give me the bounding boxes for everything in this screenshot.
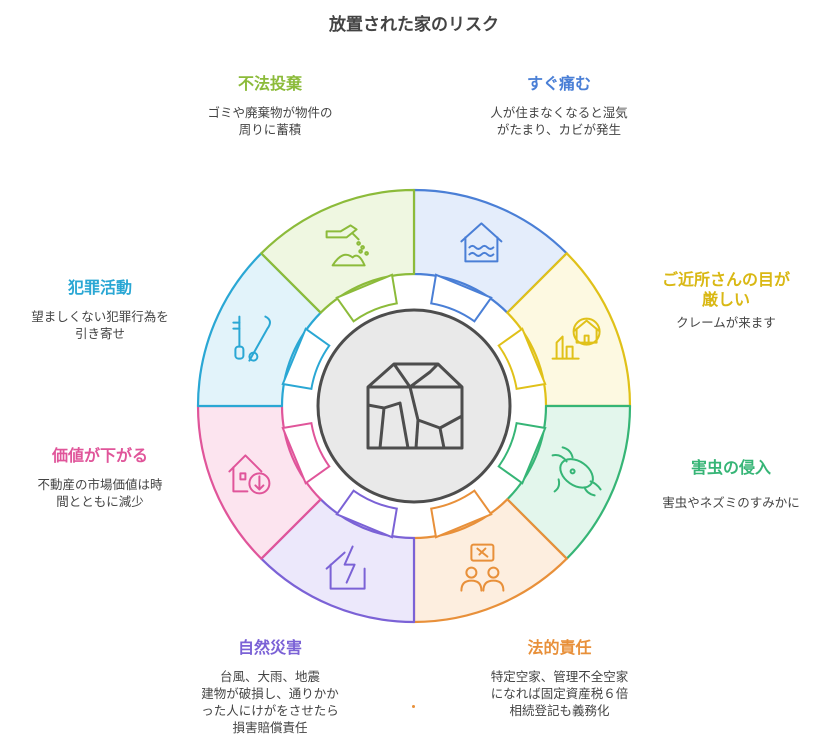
label-neighbors-title: ご近所さんの目が 厳しい: [661, 270, 790, 309]
label-legal: 法的責任 特定空家、管理不全空家 になれば固定資産税６倍 相続登記も義務化: [452, 638, 667, 719]
label-pests-title: 害虫の侵入: [690, 458, 771, 477]
segment-pests-tab: [497, 422, 547, 485]
label-damage-title: すぐ痛む: [526, 74, 591, 93]
gavel-people-icon: [460, 543, 505, 592]
flooded-house-icon: [460, 222, 503, 263]
label-damage-desc: 人が住まなくなると湿気 がたまり、カビが発生: [490, 105, 628, 137]
segment-legal-tab: [430, 489, 493, 539]
label-disaster-desc: 台風、大雨、地震 建物が破損し、通りかか った人にけがをさせたら 損害賠償責任: [201, 669, 339, 735]
cracked-house-icon: [366, 362, 464, 450]
label-pests: 害虫の侵入 害虫やネズミのすみかに: [636, 458, 826, 511]
label-disaster-title: 自然災害: [237, 638, 302, 657]
segment-dumping-tab: [335, 273, 398, 323]
label-crime-desc: 望ましくない犯罪行為を 引き寄せ: [31, 309, 169, 341]
house-down-arrow-icon: [228, 454, 271, 495]
label-dumping-title: 不法投棄: [237, 74, 302, 93]
hand-dumping-icon: [325, 224, 369, 267]
label-legal-title: 法的責任: [527, 638, 592, 657]
decorative-dot: [412, 705, 415, 708]
label-neighbors: ご近所さんの目が 厳しい クレームが来ます: [626, 270, 826, 331]
center-hub: [316, 308, 512, 504]
label-dumping: 不法投棄 ゴミや廃棄物が物件の 周りに蓄積: [165, 74, 375, 138]
label-value-desc: 不動産の市場価値は時 間とともに減少: [37, 477, 163, 509]
label-crime: 犯罪活動 望ましくない犯罪行為を 引き寄せ: [0, 278, 200, 342]
label-crime-title: 犯罪活動: [67, 278, 132, 297]
diagram-title: 放置された家のリスク: [329, 15, 499, 35]
lightning-house-icon: [325, 545, 366, 590]
label-disaster: 自然災害 台風、大雨、地震 建物が破損し、通りかか った人にけがをさせたら 損害…: [165, 638, 375, 736]
label-dumping-desc: ゴミや廃棄物が物件の 周りに蓄積: [207, 105, 333, 137]
crowbar-icon: [232, 315, 271, 362]
label-neighbors-desc: クレームが来ます: [676, 315, 776, 330]
segment-disaster-tab: [335, 489, 398, 539]
label-pests-desc: 害虫やネズミのすみかに: [662, 495, 800, 510]
label-value-title: 価値が下がる: [51, 446, 148, 465]
segment-neighbors-tab: [497, 327, 547, 390]
bug-icon: [551, 446, 602, 497]
segment-value-tab: [281, 422, 331, 485]
label-legal-desc: 特定空家、管理不全空家 になれば固定資産税６倍 相続登記も義務化: [490, 669, 629, 718]
segment-crime-tab: [281, 327, 331, 390]
label-damage: すぐ痛む 人が住まなくなると湿気 がたまり、カビが発生: [454, 74, 664, 138]
segment-damage-tab: [430, 273, 493, 323]
label-value: 価値が下がる 不動産の市場価値は時 間とともに減少: [0, 446, 200, 510]
neighbors-house-icon: [551, 317, 601, 360]
